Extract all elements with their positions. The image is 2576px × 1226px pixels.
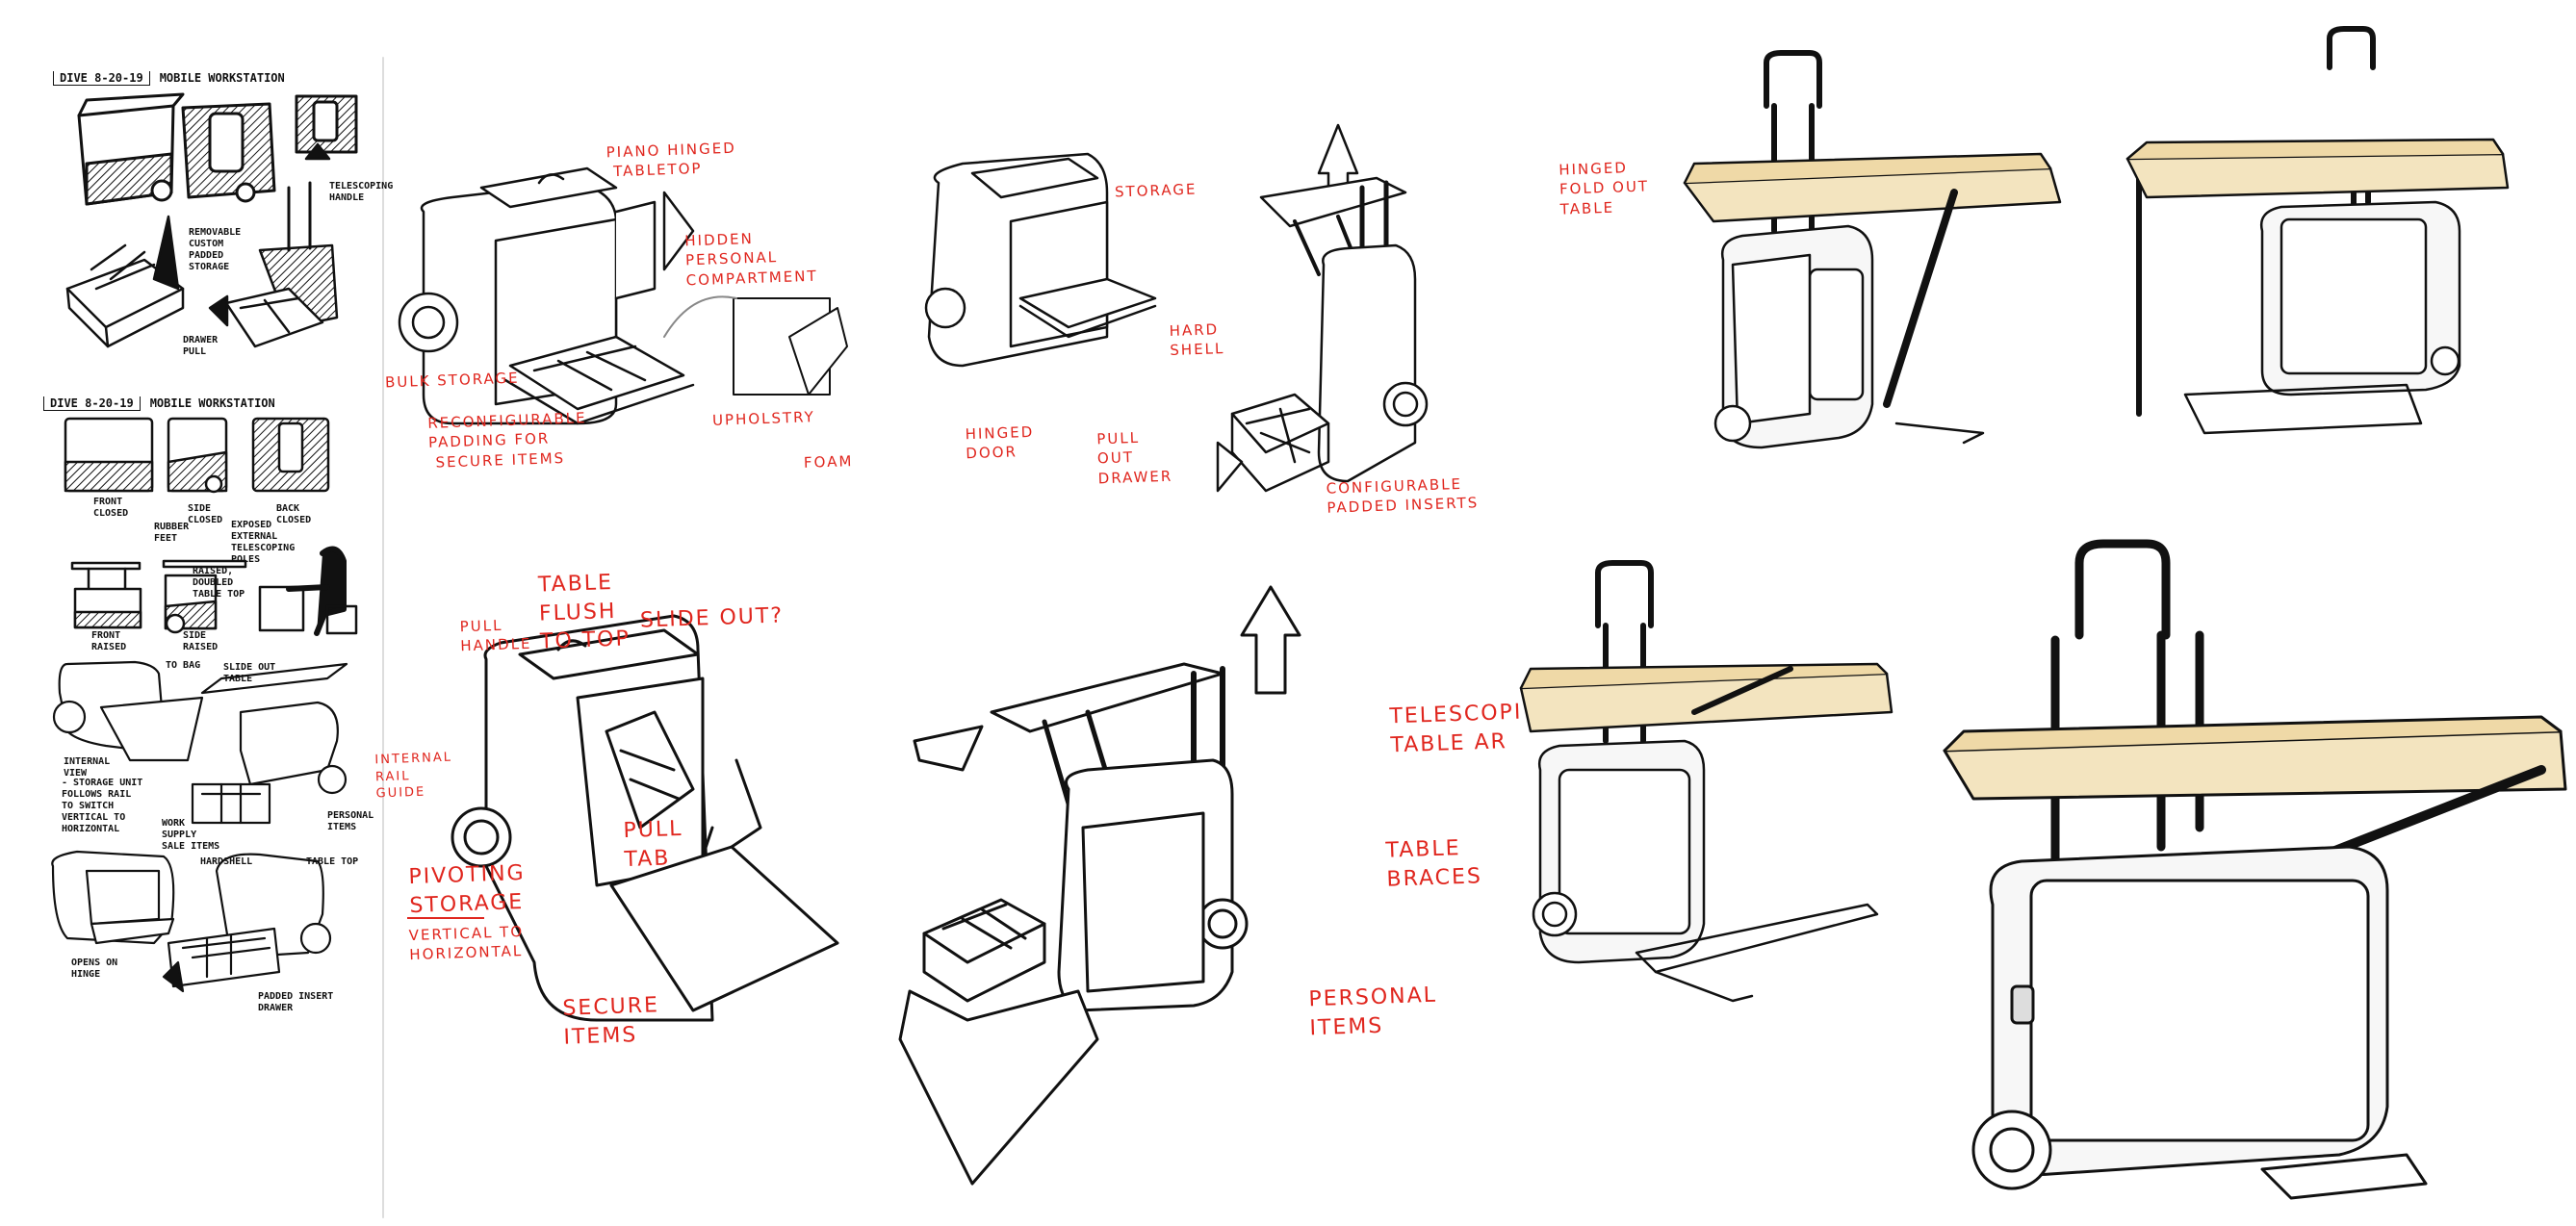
label-personal-items-ink: PERSONAL ITEMS [327,810,374,832]
sketch-title: MOBILE WORKSTATION [149,396,275,410]
sketch-date: DIVE 8-20-19 [43,396,141,411]
ink-sketch-closed-front [77,92,185,206]
annotation-table-braces: TABLE BRACES [1385,836,1483,892]
annotation-personal-items: PERSONAL ITEMS [1308,983,1438,1041]
ink-sketch-orthographic-views [64,417,330,494]
label-work-supply: WORK SUPPLY SALE ITEMS [162,818,220,852]
label-padded-insert: PADDED INSERT DRAWER [258,991,334,1013]
label-table-top: TABLE TOP [306,856,359,867]
label-storage-rail: - STORAGE UNIT FOLLOWS RAIL TO SWITCH VE… [62,778,143,834]
label-telescoping-handle: TELESCOPING HANDLE [329,181,394,203]
ink-sketch-closed-back [181,102,276,203]
label-opens-on-hinge: OPENS ON HINGE [71,958,118,980]
label-rubber-feet: RUBBER FEET [154,522,190,544]
label-side-closed: SIDE CLOSED [188,503,223,525]
annotation-hinged-door: HINGED DOOR [965,422,1035,463]
annotation-telescopic-arms: TELESCOPI TABLE AR [1389,700,1523,758]
render-cart-table-raised-2 [2125,26,2510,435]
annotation-configurable-inserts: CONFIGURABLE PADDED INSERTS [1326,474,1480,517]
sketch-piano-hinge-cart [398,166,695,425]
label-to-bag: TO BAG [166,660,201,671]
render-cart-table-folded-1 [1683,50,2062,449]
annotation-table-flush: TABLE FLUSH TO TOP [537,570,631,654]
annotation-piano-hinged: PIANO HINGED TABLETOP [605,139,737,181]
ink-sketch-back-detail [295,94,358,154]
label-exposed-poles: EXPOSED EXTERNAL TELESCOPING POLES [231,520,296,565]
annotation-hidden-personal: HIDDEN PERSONAL COMPARTMENT [684,229,818,289]
annotation-hard-shell: HARD SHELL [1169,320,1225,360]
sketch-pivoting-storage-cart [451,614,839,1022]
annotation-foam: FOAM [803,452,854,472]
annotation-pull-tab: PULL TAB [623,816,683,872]
label-slide-out-table: SLIDE OUT TABLE [223,662,276,684]
sketch-upholstery-foam-detail [663,295,848,396]
ink-sketch-hardshell-drawer [51,850,332,993]
annotation-upholstry: UPHOLSTRY [711,408,816,429]
annotation-slide-out: SLIDE OUT? [639,603,785,633]
annotation-hinged-fold-out: HINGED FOLD OUT TABLE [1558,159,1650,218]
sketch-header-1: DIVE 8-20-19 MOBILE WORKSTATION [53,71,285,86]
sketch-date: DIVE 8-20-19 [53,71,150,86]
sketch-fold-out-table-cart [1216,123,1429,493]
ink-sketch-drawer-open [208,142,339,348]
ink-sketch-internal-and-slide-out [52,660,348,825]
label-front-raised: FRONT RAISED [91,630,127,652]
render-cart-table-folded-4 [1943,539,2567,1200]
annotation-pull-handle: PULL HANDLE [459,616,532,655]
annotation-vertical-to-horizontal: VERTICAL TO HORIZONTAL [408,922,525,964]
label-removable-storage: REMOVABLE CUSTOM PADDED STORAGE [189,227,242,272]
label-raised-doubled: RAISED, DOUBLED TABLE TOP [193,566,245,600]
annotation-pull-out-drawer: PULL OUT DRAWER [1095,428,1173,487]
label-internal-view: INTERNAL VIEW [64,756,111,779]
annotation-reconfigurable: RECONFIGURABLE PADDING FOR SECURE ITEMS [427,409,587,472]
render-cart-table-folded-3 [1519,560,1893,1003]
sketch-slide-out-table-cart [898,585,1301,1186]
label-side-raised: SIDE RAISED [183,630,219,652]
label-front-closed: FRONT CLOSED [93,497,129,519]
label-drawer-pull: DRAWER PULL [183,335,219,357]
sketch-header-2: DIVE 8-20-19 MOBILE WORKSTATION [43,396,275,411]
annotation-internal-rail: INTERNAL RAIL GUIDE [374,750,453,802]
sketch-title: MOBILE WORKSTATION [159,71,285,85]
annotation-divider [407,917,484,919]
annotation-pivoting-storage: PIVOTING STORAGE [408,860,527,918]
sketch-hinged-door-cart [924,152,1157,368]
annotation-storage: STORAGE [1114,180,1198,201]
label-back-closed: BACK CLOSED [276,503,312,525]
ink-sketch-raised-views [70,546,358,636]
label-hardshell: HARDSHELL [200,856,253,867]
ink-sketch-removable-storage [65,215,185,348]
annotation-secure-items: SECURE ITEMS [562,993,660,1050]
